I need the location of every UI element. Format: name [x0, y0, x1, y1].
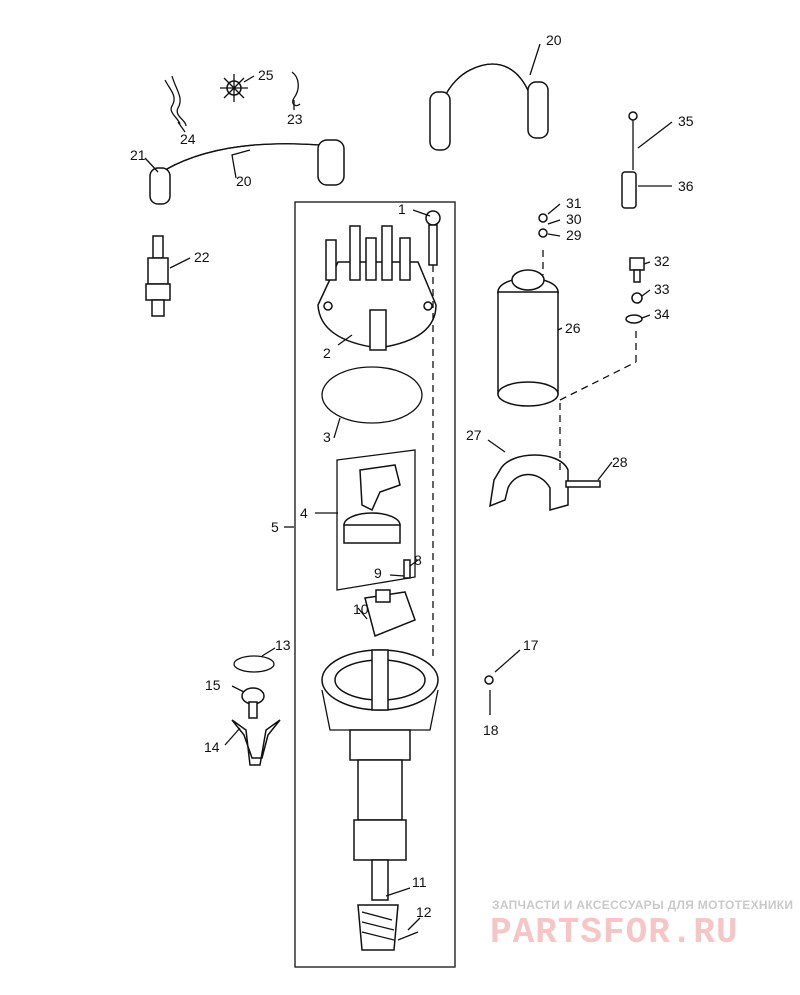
pickup-screw — [403, 559, 411, 579]
bracket-screw — [565, 480, 601, 488]
ground-bolt — [629, 257, 645, 283]
callout-15: 15 — [205, 677, 221, 693]
distributor-housing — [321, 649, 439, 901]
distributor-assembly-frame — [294, 201, 456, 968]
spark-plug-wire-upper — [429, 63, 549, 151]
flat-washer — [625, 314, 643, 324]
spark-plug — [145, 235, 171, 317]
callout-5: 4 — [300, 505, 308, 521]
hold-down-clamp — [231, 719, 281, 766]
callout-17: 17 — [523, 637, 539, 653]
callout-10: 9 — [374, 565, 382, 581]
callout-24: 24 — [180, 131, 196, 147]
ignition-coil — [497, 213, 559, 407]
distributor-cap — [317, 225, 437, 351]
callout-36: 36 — [678, 178, 694, 194]
callout-13: 13 — [275, 637, 291, 653]
ground-strap-clip — [621, 171, 637, 209]
rotor — [343, 464, 401, 544]
callout-22: 22 — [194, 249, 210, 265]
callout-31: 31 — [566, 195, 582, 211]
callout-32: 32 — [654, 253, 670, 269]
leader-lines — [144, 43, 673, 931]
callout-12: 12 — [416, 904, 432, 920]
callout-4: 3 — [323, 429, 331, 445]
callout-11: 11 — [412, 874, 427, 890]
callout-20-top: 20 — [546, 32, 562, 48]
cap-screw — [425, 210, 441, 266]
drive-gear — [357, 904, 399, 951]
callout-33: 33 — [654, 281, 670, 297]
callout-9: 8 — [414, 552, 422, 568]
callout-34: 34 — [654, 306, 670, 322]
coil-bracket — [489, 454, 569, 511]
callout-35: 35 — [678, 113, 694, 129]
watermark-tagline: ЗАПЧАСТИ И АКСЕССУАРЫ ДЛЯ МОТОТЕХНИКИ — [492, 898, 794, 912]
callout-21: 21 — [130, 147, 146, 163]
terminal-nut — [484, 675, 494, 685]
callout-18: 18 — [483, 722, 499, 738]
callout-1: 5 — [271, 519, 279, 535]
wire-retainer-star — [220, 74, 248, 102]
callout-23: 23 — [287, 111, 303, 127]
callout-14: 14 — [204, 739, 220, 755]
callout-25: 25 — [258, 67, 274, 83]
spark-plug-wire-lower — [149, 139, 345, 205]
lock-washer — [631, 292, 643, 304]
watermark-brand: PARTSFOR.RU — [490, 912, 739, 953]
callout-2: 2 — [323, 345, 331, 361]
callout-30: 30 — [566, 211, 582, 227]
rotor-kit-bracket — [336, 449, 416, 591]
gasket — [233, 655, 275, 673]
callout-20-wire: 20 — [236, 173, 252, 189]
callout-29: 29 — [566, 227, 582, 243]
hold-down-bolt — [241, 687, 265, 719]
callout-27: 27 — [466, 427, 482, 443]
callout-3: 1 — [398, 201, 406, 217]
callout-26: 26 — [565, 320, 581, 336]
wire-separator-clip — [164, 75, 187, 127]
callout-28: 28 — [612, 454, 628, 470]
pickup-module — [364, 589, 416, 638]
cap-seal-ring — [321, 366, 423, 424]
wire-hook-clip — [291, 71, 301, 107]
callout-8: 10 — [353, 601, 369, 617]
roll-pin — [397, 931, 419, 941]
